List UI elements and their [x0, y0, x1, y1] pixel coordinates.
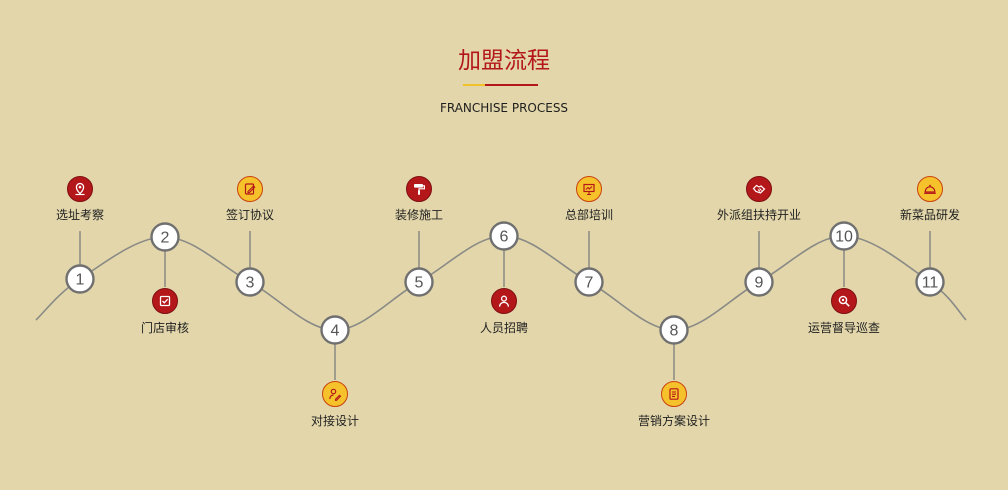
step-number: 4: [331, 323, 340, 340]
step-node: 3: [235, 267, 265, 297]
step-label: 选址考察: [55, 208, 104, 222]
step-label: 运营督导巡查: [807, 321, 880, 335]
step-node: 11: [915, 267, 945, 297]
title-underline: [463, 84, 538, 86]
underline-yellow-segment: [463, 84, 485, 86]
step-label: 装修施工: [394, 208, 443, 222]
step-number: 10: [835, 229, 853, 246]
step-node: 8: [659, 315, 689, 345]
step-node: 2: [150, 222, 180, 252]
step-label: 门店审核: [140, 321, 189, 335]
checkbox-icon: [152, 288, 178, 314]
location-pin-icon: [67, 176, 93, 202]
step-node: 10: [829, 221, 859, 251]
step-node: 5: [404, 267, 434, 297]
step-node-circle: [320, 315, 350, 345]
step-label: 外派组扶持开业: [716, 208, 801, 222]
paint-roller-icon: [406, 176, 432, 202]
step-node-circle: [574, 267, 604, 297]
step-number: 11: [922, 275, 939, 292]
search-icon: [831, 288, 857, 314]
dish-cloche-icon: [917, 176, 943, 202]
step-node-circle: [915, 267, 945, 297]
step-number: 8: [670, 323, 679, 340]
step-label: 新菜品研发: [899, 208, 960, 222]
person-icon: [491, 288, 517, 314]
step-node: 9: [744, 267, 774, 297]
step-label: 营销方案设计: [637, 414, 710, 428]
step-number: 6: [500, 229, 509, 246]
step-node: 4: [320, 315, 350, 345]
document-list-icon: [661, 381, 687, 407]
edit-document-icon: [237, 176, 263, 202]
step-node: 7: [574, 267, 604, 297]
step-label: 人员招聘: [479, 321, 528, 335]
step-label: 对接设计: [310, 414, 359, 428]
step-number: 9: [755, 275, 764, 292]
step-node-circle: [65, 264, 95, 294]
page-title: 加盟流程: [458, 48, 550, 74]
user-edit-icon: [322, 381, 348, 407]
step-node-circle: [150, 222, 180, 252]
step-node-circle: [489, 221, 519, 251]
step-number: 5: [415, 275, 424, 292]
step-number: 7: [585, 275, 594, 292]
step-node-circle: [235, 267, 265, 297]
step-node: 6: [489, 221, 519, 251]
step-number: 1: [76, 272, 85, 289]
underline-red-segment: [485, 84, 538, 86]
step-label: 总部培训: [564, 208, 613, 222]
presentation-icon: [576, 176, 602, 202]
step-node: 1: [65, 264, 95, 294]
step-number: 2: [161, 230, 170, 247]
step-node-circle: [829, 221, 859, 251]
step-number: 3: [246, 275, 255, 292]
step-node-circle: [744, 267, 774, 297]
step-node-circle: [659, 315, 689, 345]
step-label: 签订协议: [225, 208, 274, 222]
handshake-icon: [746, 176, 772, 202]
step-node-circle: [404, 267, 434, 297]
page-subtitle: FRANCHISE PROCESS: [439, 101, 569, 115]
